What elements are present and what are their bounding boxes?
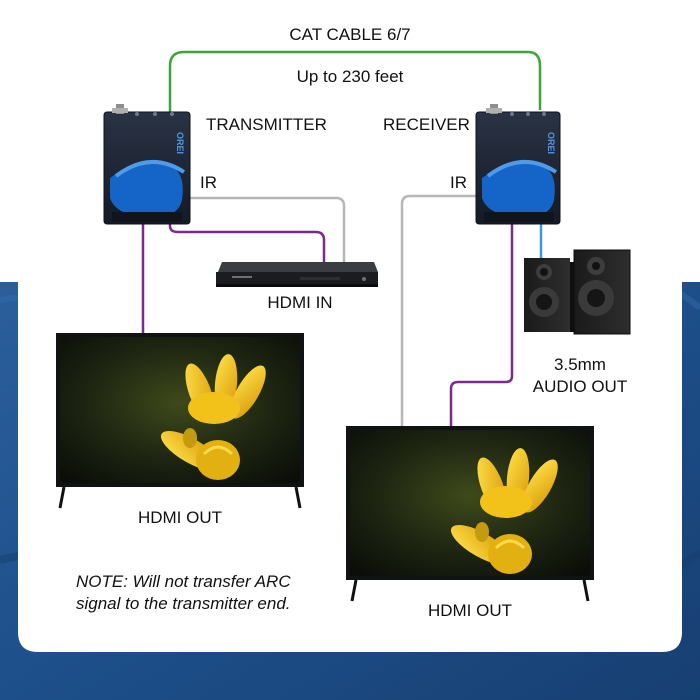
arc-note-line2: signal to the transmitter end.	[76, 594, 291, 613]
speakers	[524, 249, 631, 335]
receiver-brand: OREI	[546, 132, 556, 154]
transmitter-brand: OREI	[175, 132, 185, 154]
audio-out-label: AUDIO OUT	[532, 377, 628, 396]
tv-right-label: HDMI OUT	[427, 601, 513, 620]
tv-left	[56, 333, 304, 509]
flower-image-right	[450, 448, 558, 574]
ir-cable-transmitter	[190, 196, 346, 264]
ir-cable-receiver	[400, 194, 476, 428]
cable-distance: Up to 230 feet	[296, 67, 404, 86]
receiver-ir-label: IR	[450, 173, 467, 192]
arc-note: NOTE: Will not transfer ARC signal to th…	[76, 571, 291, 615]
receiver-label: RECEIVER	[383, 115, 470, 134]
hdmi-in-label: HDMI IN	[267, 293, 333, 312]
tv-left-label: HDMI OUT	[137, 508, 223, 527]
transmitter-device: OREI	[103, 104, 191, 225]
receiver-device: OREI	[475, 104, 561, 225]
arc-note-line1: NOTE: Will not transfer ARC	[76, 572, 291, 591]
transmitter-label: TRANSMITTER	[206, 115, 327, 134]
transmitter-ir-label: IR	[200, 173, 217, 192]
hdmi-out-cable-right	[449, 222, 514, 428]
tv-right	[346, 426, 594, 602]
audio-out-size-label: 3.5mm	[554, 355, 606, 374]
flower-image-left	[160, 354, 266, 480]
hdmi-source-player	[216, 262, 378, 287]
cable-title: CAT CABLE 6/7	[289, 25, 411, 44]
hdmi-in-cable	[168, 222, 326, 264]
cat-cable	[168, 50, 542, 115]
